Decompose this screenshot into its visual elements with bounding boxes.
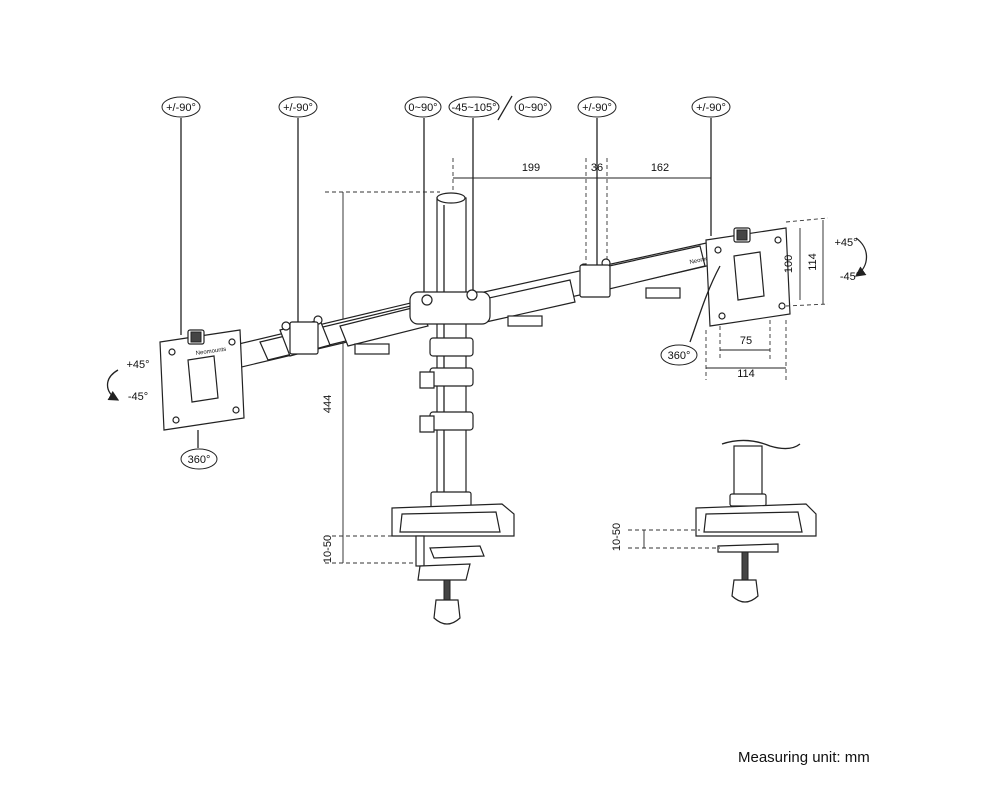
svg-text:360°: 360° [668,350,691,362]
desk-clamp [391,503,515,625]
svg-text:+/-90°: +/-90° [283,102,313,114]
swivel-left: +45° -45° 360° [106,359,218,470]
vesa-dimensions-right: 100 114 +45° -45° 75 114 [705,217,868,380]
vesa-plate-left: Neomounts [159,329,245,431]
clamp-detail-range-label: 10-50 [611,523,623,551]
pole-height-label: 444 [322,395,334,413]
svg-text:+45°: +45° [834,237,857,249]
vesa-plate-right [705,227,791,327]
rotation-label-left-plate: +/-90° [161,96,201,335]
svg-text:+/-90°: +/-90° [166,102,196,114]
svg-text:75: 75 [740,335,752,347]
svg-text:0~90°: 0~90° [408,102,437,114]
svg-text:114: 114 [737,368,755,380]
svg-text:0~90°: 0~90° [518,102,547,114]
svg-text:360°: 360° [188,454,211,466]
svg-text:114: 114 [807,253,819,271]
svg-text:100: 100 [783,255,795,273]
svg-text:+/-90°: +/-90° [582,102,612,114]
svg-text:+/-90°: +/-90° [696,102,726,114]
rotation-label-pole: 0~90° [404,96,442,292]
svg-text:-45~105°: -45~105° [451,102,496,114]
measuring-unit-note: Measuring unit: mm [738,749,870,766]
rotation-label-right-arm: +/-90° [577,96,617,265]
reach-36-label: 36 [591,162,603,174]
swivel-right: 360° [660,265,721,366]
rotation-label-left-arm: +/-90° [278,96,318,322]
brand-left: Neomounts [195,347,226,357]
center-pole [419,192,474,511]
rotation-label-right-plate: +/-90° [691,96,731,236]
pole-height-dimension: 444 10-50 [322,191,440,564]
rotation-label-center-alt: 0~90° [514,96,552,118]
reach-199-label: 199 [522,162,540,174]
clamp-range-label: 10-50 [322,535,334,563]
svg-text:+45°: +45° [126,359,149,371]
rotation-label-center: -45~105° [448,95,513,292]
clamp-detail: 10-50 [611,439,817,603]
svg-text:-45°: -45° [128,391,148,403]
svg-text:-45°: -45° [840,271,860,283]
monitor-arm: Neomounts [204,239,725,375]
reach-162-label: 162 [651,162,669,174]
